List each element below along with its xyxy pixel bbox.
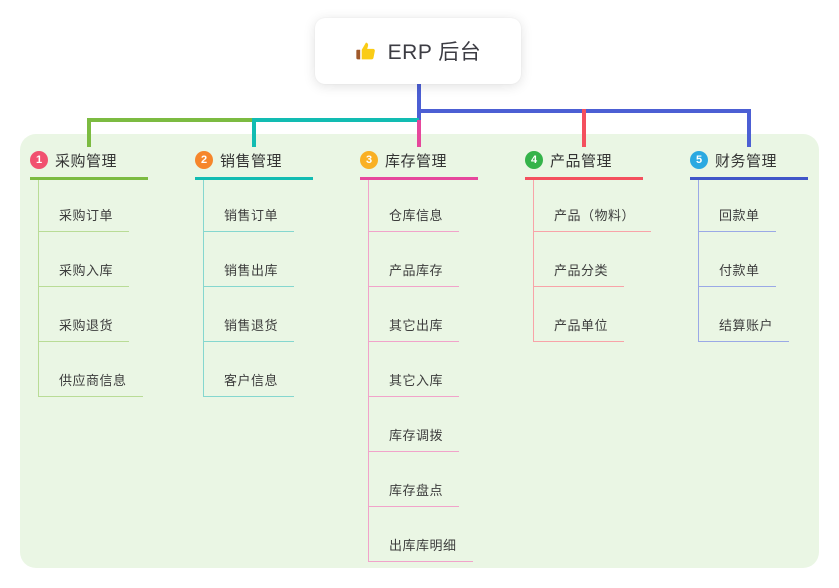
branch-item[interactable]: 采购退货 [39, 287, 130, 342]
branch-item[interactable]: 销售退货 [204, 287, 295, 342]
bus-left-teal-line [252, 118, 419, 122]
branch-item-list: 产品（物料） 产品分类产品单位 [533, 180, 652, 342]
branch-4: 4 产品管理产品（物料） 产品分类产品单位 [525, 146, 652, 342]
branch-item-label: 供应商信息 [59, 373, 127, 388]
branch-item-label: 产品（物料） [554, 208, 636, 223]
branch-item[interactable]: 库存盘点 [369, 452, 460, 507]
drop-branch-2-line [252, 118, 256, 147]
branch-item-label: 结算账户 [719, 318, 774, 333]
drop-branch-3-line [417, 120, 421, 147]
branch-item[interactable]: 付款单 [699, 232, 776, 287]
branch-item-label: 采购入库 [59, 263, 114, 278]
branch-item[interactable]: 供应商信息 [39, 342, 143, 397]
branch-item-label: 付款单 [719, 263, 760, 278]
branch-item[interactable]: 客户信息 [204, 342, 295, 397]
branch-item[interactable]: 产品分类 [534, 232, 625, 287]
branch-label: 财务管理 [715, 152, 778, 170]
drop-branch-4-line [582, 109, 586, 147]
branch-3: 3 库存管理仓库信息产品库存其它出库其它入库库存调拨库存盘点出库库明细 [360, 146, 478, 562]
branch-item-label: 采购订单 [59, 208, 114, 223]
thumbs-up-icon [355, 40, 378, 63]
branch-2: 2 销售管理销售订单销售出库销售退货客户信息 [195, 146, 313, 397]
branch-item-label: 销售订单 [224, 208, 279, 223]
branch-item-label: 回款单 [719, 208, 760, 223]
branch-item[interactable]: 采购订单 [39, 180, 130, 232]
branch-item-list: 回款单付款单结算账户 [698, 180, 790, 342]
branch-item-label: 其它入库 [389, 373, 444, 388]
branch-item[interactable]: 其它入库 [369, 342, 460, 397]
branch-header[interactable]: 2 销售管理 [195, 146, 313, 180]
root-title: ERP 后台 [387, 41, 482, 64]
branch-item-label: 客户信息 [224, 373, 279, 388]
branch-item-label: 销售退货 [224, 318, 279, 333]
branch-header[interactable]: 5 财务管理 [690, 146, 808, 180]
branch-header[interactable]: 4 产品管理 [525, 146, 643, 180]
branch-header[interactable]: 3 库存管理 [360, 146, 478, 180]
branch-item-label: 库存盘点 [389, 483, 444, 498]
branch-item-label: 库存调拨 [389, 428, 444, 443]
branch-label: 产品管理 [550, 152, 613, 170]
branch-number-badge: 2 [195, 151, 213, 169]
branch-item[interactable]: 销售订单 [204, 180, 295, 232]
branch-label: 销售管理 [220, 152, 283, 170]
branch-item[interactable]: 销售出库 [204, 232, 295, 287]
drop-branch-1-line [87, 118, 91, 147]
branch-item[interactable]: 产品（物料） [534, 180, 652, 232]
branch-item-label: 其它出库 [389, 318, 444, 333]
branch-item[interactable]: 采购入库 [39, 232, 130, 287]
branch-item[interactable]: 其它出库 [369, 287, 460, 342]
branch-item[interactable]: 产品库存 [369, 232, 460, 287]
branch-number-badge: 5 [690, 151, 708, 169]
branches-background-panel [20, 134, 819, 568]
branch-item[interactable]: 结算账户 [699, 287, 790, 342]
branch-item[interactable]: 出库库明细 [369, 507, 473, 562]
branch-item-label: 产品单位 [554, 318, 609, 333]
branch-item[interactable]: 仓库信息 [369, 180, 460, 232]
branch-item-list: 采购订单采购入库采购退货供应商信息 [38, 180, 143, 397]
branch-number-badge: 1 [30, 151, 48, 169]
branch-label: 库存管理 [385, 152, 448, 170]
branch-item-label: 采购退货 [59, 318, 114, 333]
branch-item-label: 销售出库 [224, 263, 279, 278]
branch-item[interactable]: 回款单 [699, 180, 776, 232]
branch-item-label: 产品分类 [554, 263, 609, 278]
bus-left-green-line [87, 118, 254, 122]
root-node[interactable]: ERP 后台 [315, 18, 521, 84]
branch-number-badge: 3 [360, 151, 378, 169]
branch-1: 1 采购管理采购订单采购入库采购退货供应商信息 [30, 146, 148, 397]
branch-item-list: 仓库信息产品库存其它出库其它入库库存调拨库存盘点出库库明细 [368, 180, 473, 562]
branch-item[interactable]: 库存调拨 [369, 397, 460, 452]
branch-item-label: 出库库明细 [389, 538, 457, 553]
drop-branch-5-line [747, 109, 751, 147]
branch-item-list: 销售订单销售出库销售退货客户信息 [203, 180, 295, 397]
branch-label: 采购管理 [55, 152, 118, 170]
branch-5: 5 财务管理回款单付款单结算账户 [690, 146, 808, 342]
branch-item[interactable]: 产品单位 [534, 287, 625, 342]
branch-header[interactable]: 1 采购管理 [30, 146, 148, 180]
branch-number-badge: 4 [525, 151, 543, 169]
root-stem-line [417, 84, 421, 122]
branch-item-label: 产品库存 [389, 263, 444, 278]
branch-item-label: 仓库信息 [389, 208, 444, 223]
